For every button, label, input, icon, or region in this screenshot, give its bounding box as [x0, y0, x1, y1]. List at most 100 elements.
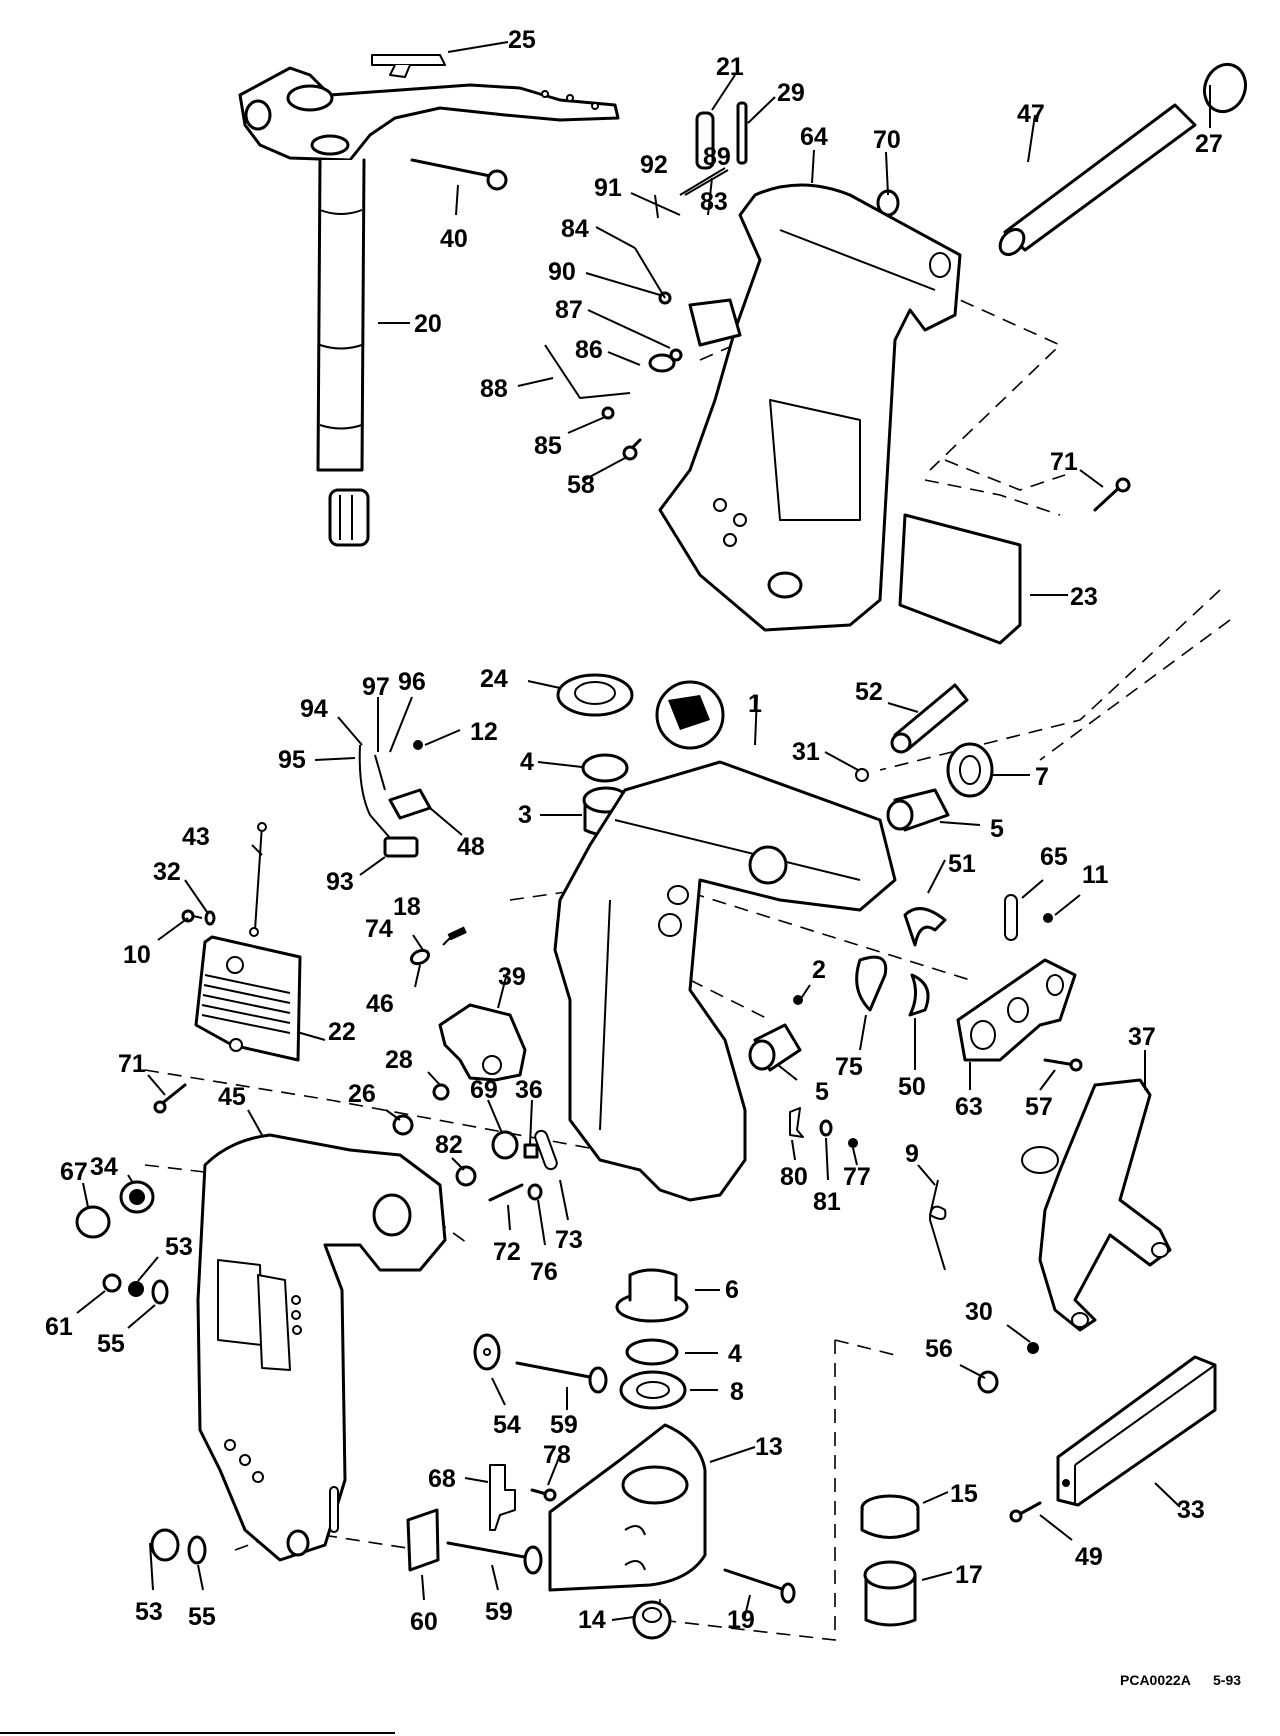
callout-21: 21 — [716, 53, 744, 81]
callout-57: 57 — [1025, 1093, 1053, 1121]
part-8-seal[interactable] — [619, 1370, 687, 1410]
callout-24: 24 — [480, 665, 508, 693]
part-58-screw[interactable] — [622, 438, 642, 461]
part-37-tilt-support-lever[interactable] — [1021, 1078, 1172, 1332]
part-5-bushing-upper[interactable] — [886, 788, 950, 832]
part-72-screw[interactable] — [488, 1183, 524, 1202]
part-36-nut[interactable] — [523, 1143, 539, 1159]
callout-4-upper: 4 — [520, 748, 534, 776]
part-29-spring[interactable] — [736, 101, 748, 165]
part-19-bolt[interactable] — [723, 1568, 796, 1604]
callout-50: 50 — [898, 1073, 926, 1101]
part-32-lockwasher[interactable] — [204, 910, 216, 926]
part-20-steering-arm-shaft[interactable] — [238, 66, 620, 547]
part-25-grease-fitting[interactable] — [371, 54, 446, 78]
part-6-bushing[interactable] — [615, 1268, 689, 1323]
callout-67: 67 — [60, 1158, 88, 1186]
part-33-spacer[interactable] — [1056, 1355, 1217, 1507]
callout-73: 73 — [555, 1226, 583, 1254]
callout-40: 40 — [440, 225, 468, 253]
part-69-bushing[interactable] — [491, 1130, 519, 1160]
part-80-lever[interactable] — [789, 1107, 804, 1138]
part-7-washer[interactable] — [946, 742, 994, 798]
part-39-tilt-lock-lever[interactable] — [438, 1003, 527, 1082]
part-56-screw[interactable] — [977, 1370, 999, 1394]
part-50-retainer[interactable] — [908, 973, 930, 1017]
part-46-plunger[interactable] — [409, 948, 431, 966]
part-45-stern-bracket-left[interactable] — [196, 1133, 447, 1562]
part-10-screw[interactable] — [181, 909, 203, 923]
part-27-tube-nut[interactable] — [1198, 59, 1252, 118]
callout-82: 82 — [435, 1131, 463, 1159]
part-85-washer[interactable] — [601, 406, 615, 420]
callout-8: 8 — [730, 1378, 744, 1406]
part-67-cap[interactable] — [75, 1205, 111, 1239]
part-53-locknut-upper[interactable] — [128, 1281, 144, 1297]
part-59-bolt-upper[interactable] — [515, 1361, 608, 1394]
part-73-link[interactable] — [534, 1129, 559, 1171]
part-61-cap[interactable] — [102, 1273, 122, 1293]
part-30-nut[interactable] — [1027, 1342, 1039, 1354]
part-47-tilt-tube[interactable] — [995, 103, 1197, 259]
part-84-screw[interactable] — [634, 247, 666, 299]
part-24-washer[interactable] — [556, 673, 634, 717]
callout-23: 23 — [1070, 583, 1098, 611]
callout-74: 74 — [365, 915, 393, 943]
part-81-washer[interactable] — [819, 1119, 833, 1137]
part-75-retainer[interactable] — [855, 955, 888, 1012]
part-93-connector-harness[interactable] — [358, 744, 419, 858]
part-76-nut[interactable] — [527, 1183, 543, 1201]
part-64-stern-bracket-right[interactable] — [658, 183, 962, 632]
callout-36: 36 — [515, 1076, 543, 1104]
part-28-nut[interactable] — [432, 1083, 450, 1101]
part-9-spring[interactable] — [929, 1179, 947, 1271]
part-82-screw[interactable] — [455, 1165, 477, 1187]
part-21-plunger[interactable] — [695, 111, 715, 170]
part-68-ground-clip[interactable] — [489, 1464, 516, 1531]
part-12-screw[interactable] — [413, 740, 423, 750]
part-4-seal-upper[interactable] — [581, 753, 629, 783]
callout-labels: 25 20 40 21 29 64 70 47 27 92 89 91 83 8… — [45, 26, 1223, 1636]
part-15-mount[interactable] — [860, 1494, 920, 1539]
part-13-lower-mount-housing[interactable] — [548, 1423, 707, 1592]
part-86-grommet[interactable] — [648, 353, 676, 373]
part-43-ground-strap[interactable] — [249, 822, 267, 937]
part-77-screw[interactable] — [848, 1138, 858, 1148]
revision-date: 5-93 — [1213, 1672, 1241, 1688]
part-26-screw[interactable] — [392, 1114, 414, 1136]
part-48-clip[interactable] — [388, 788, 432, 820]
part-71-screw-lower[interactable] — [153, 1083, 187, 1114]
part-60-plate[interactable] — [406, 1508, 440, 1572]
part-14-nut[interactable] — [632, 1600, 672, 1640]
part-59-bolt-lower[interactable] — [446, 1541, 543, 1575]
part-17-mount[interactable] — [863, 1560, 917, 1627]
part-31-retaining-ring[interactable] — [855, 768, 869, 782]
part-57-screw[interactable] — [1043, 1058, 1083, 1072]
part-53-locknut-lower[interactable] — [150, 1528, 180, 1562]
part-49-screw[interactable] — [1009, 1501, 1042, 1523]
part-54-washer[interactable] — [473, 1333, 501, 1371]
part-4-seal-lower[interactable] — [625, 1338, 679, 1366]
part-65-link[interactable] — [1004, 894, 1018, 941]
part-1-swivel-bracket[interactable] — [553, 760, 897, 1202]
part-55-washer-lower[interactable] — [187, 1535, 207, 1565]
part-78-screw[interactable] — [530, 1488, 557, 1502]
part-55-washer-upper[interactable] — [151, 1279, 169, 1305]
callout-27: 27 — [1195, 130, 1223, 158]
part-22-side-cover[interactable] — [194, 935, 302, 1062]
callout-45: 45 — [218, 1083, 246, 1111]
part-11-screw[interactable] — [1043, 913, 1053, 923]
part-23-bracket-cover[interactable] — [898, 513, 1022, 645]
part-71-screw-upper[interactable] — [1093, 477, 1131, 512]
part-40-bolt[interactable] — [410, 158, 508, 191]
part-83-switch[interactable] — [688, 298, 742, 347]
part-87-washer[interactable] — [669, 348, 683, 362]
part-88-lever[interactable] — [544, 344, 631, 399]
part-52-pin[interactable] — [890, 683, 969, 754]
part-63-tilt-support[interactable] — [956, 958, 1077, 1062]
callout-39: 39 — [498, 963, 526, 991]
part-34-nut[interactable] — [119, 1180, 155, 1214]
part-51-retainer[interactable] — [903, 907, 947, 947]
callout-91: 91 — [594, 174, 622, 202]
part-5-bushing-lower[interactable] — [748, 1023, 802, 1072]
